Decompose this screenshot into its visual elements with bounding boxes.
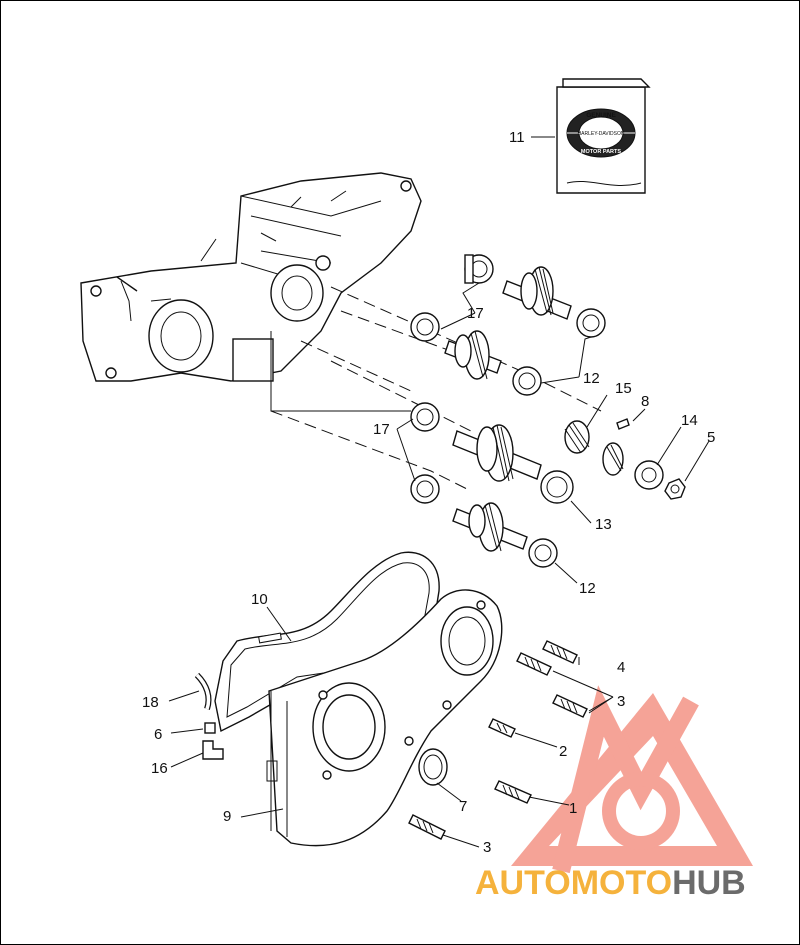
callout-14: 14 xyxy=(681,412,698,429)
camshaft-middle xyxy=(444,330,502,380)
callout-6: 6 xyxy=(154,726,162,743)
watermark-automoto: AUTOMOTO xyxy=(475,864,672,902)
sprocket-15 xyxy=(564,420,624,476)
callout-1: 1 xyxy=(569,800,577,817)
fitting-6 xyxy=(204,722,216,734)
bearing-13 xyxy=(540,470,574,504)
kit-logo-top: GENUINE xyxy=(586,112,616,119)
watermark-logo xyxy=(511,685,753,874)
callout-9: 9 xyxy=(223,808,231,825)
leader-lines xyxy=(168,136,710,848)
callout-2: 2 xyxy=(559,743,567,760)
bearing-12-upper xyxy=(576,308,606,338)
bearing-17-lower-b xyxy=(410,474,440,504)
callout-7: 7 xyxy=(459,798,467,815)
screw-3-upper-a xyxy=(516,652,552,676)
watermark-hub: HUB xyxy=(672,864,746,902)
callout-17-lower: 17 xyxy=(373,421,390,438)
callout-15: 15 xyxy=(615,380,632,397)
screw-3-lower xyxy=(408,814,446,840)
callout-12-upper: 12 xyxy=(583,370,600,387)
callout-4: 4 xyxy=(617,659,625,676)
callout-18: 18 xyxy=(142,694,159,711)
cam-cover-9 xyxy=(266,589,503,847)
callout-12-lower: 12 xyxy=(579,580,596,597)
seal-7 xyxy=(418,748,448,786)
bearing-17-lower-a xyxy=(410,402,440,432)
crankcase xyxy=(80,172,422,382)
cam-kit-box: GENUINE HARLEY-DAVIDSON MOTOR PARTS xyxy=(556,78,651,194)
bearing-12-middle xyxy=(512,366,542,396)
screw-2 xyxy=(488,718,516,738)
spacer-14 xyxy=(634,460,664,490)
callout-11: 11 xyxy=(509,129,525,146)
bearing-17-middle xyxy=(410,312,440,342)
svg-text:AUTOMOTOHUB: AUTOMOTOHUB xyxy=(475,864,746,902)
bearing-17-upper xyxy=(464,254,494,284)
camshaft-lower-a xyxy=(452,424,542,482)
kit-logo-bottom: MOTOR PARTS xyxy=(581,149,621,155)
nut-5 xyxy=(664,478,686,500)
elbow-16 xyxy=(202,740,224,760)
screw-1 xyxy=(494,780,532,804)
screw-4 xyxy=(542,640,578,664)
hose-18 xyxy=(194,672,212,710)
callout-5: 5 xyxy=(707,429,715,446)
callout-3-upper: 3 xyxy=(617,693,625,710)
screw-3-upper-b xyxy=(552,694,588,718)
bearing-12-lower xyxy=(528,538,558,568)
camshaft-lower-b xyxy=(452,502,528,552)
watermark-text: AUTOMOTOHUB xyxy=(475,864,746,902)
callout-10: 10 xyxy=(251,591,268,608)
callout-3-lower: 3 xyxy=(483,839,491,856)
key-8 xyxy=(616,418,630,430)
camshaft-upper xyxy=(502,266,572,320)
callout-13: 13 xyxy=(595,516,612,533)
kit-logo-middle: HARLEY-DAVIDSON xyxy=(578,131,625,137)
callouts: 11 17 12 15 8 14 5 17 13 12 10 4 18 3 6 … xyxy=(142,129,715,856)
callout-17-upper: 17 xyxy=(467,305,484,322)
callout-8: 8 xyxy=(641,393,649,410)
callout-16: 16 xyxy=(151,760,168,777)
